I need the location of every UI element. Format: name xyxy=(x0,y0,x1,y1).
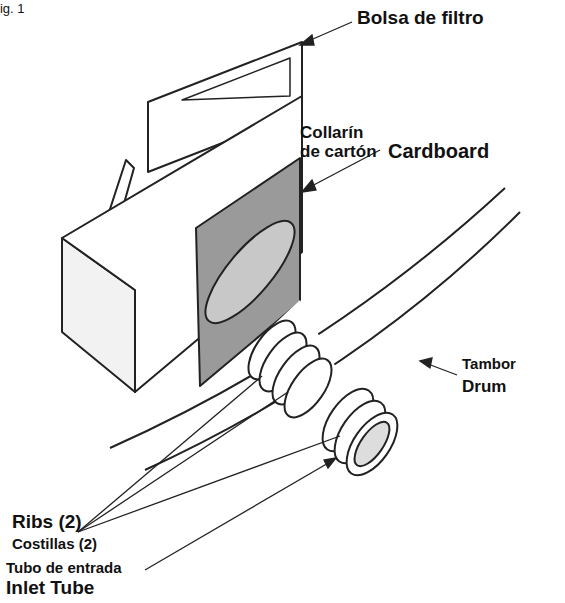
drum-outer xyxy=(110,188,505,448)
leader-line xyxy=(428,364,457,375)
part-name: Cardboard xyxy=(388,140,489,162)
arrowhead xyxy=(420,358,432,368)
bag-fold xyxy=(182,58,290,100)
arrowhead xyxy=(302,180,316,192)
part-name: Costillas (2) xyxy=(12,536,97,553)
leader-line xyxy=(78,392,288,532)
arrowhead xyxy=(300,35,314,45)
part-name: Inlet Tube xyxy=(6,578,94,599)
leader-line xyxy=(78,436,340,532)
arrowhead xyxy=(324,458,336,468)
part-name: Collarín de cartón xyxy=(300,124,386,161)
part-name: Tubo de entrada xyxy=(6,560,122,577)
drum-inner xyxy=(145,212,520,470)
tube-end xyxy=(337,404,408,484)
figure-number: Fig. 1 xyxy=(0,2,25,16)
part-name: Ribs (2) xyxy=(12,512,82,533)
part-name: Tambor xyxy=(462,356,516,373)
leader-line xyxy=(145,462,330,570)
tube-opening xyxy=(348,416,396,471)
part-name: Bolsa de filtro xyxy=(357,8,484,29)
part-name: Drum xyxy=(462,378,506,397)
leader-line xyxy=(78,376,262,532)
